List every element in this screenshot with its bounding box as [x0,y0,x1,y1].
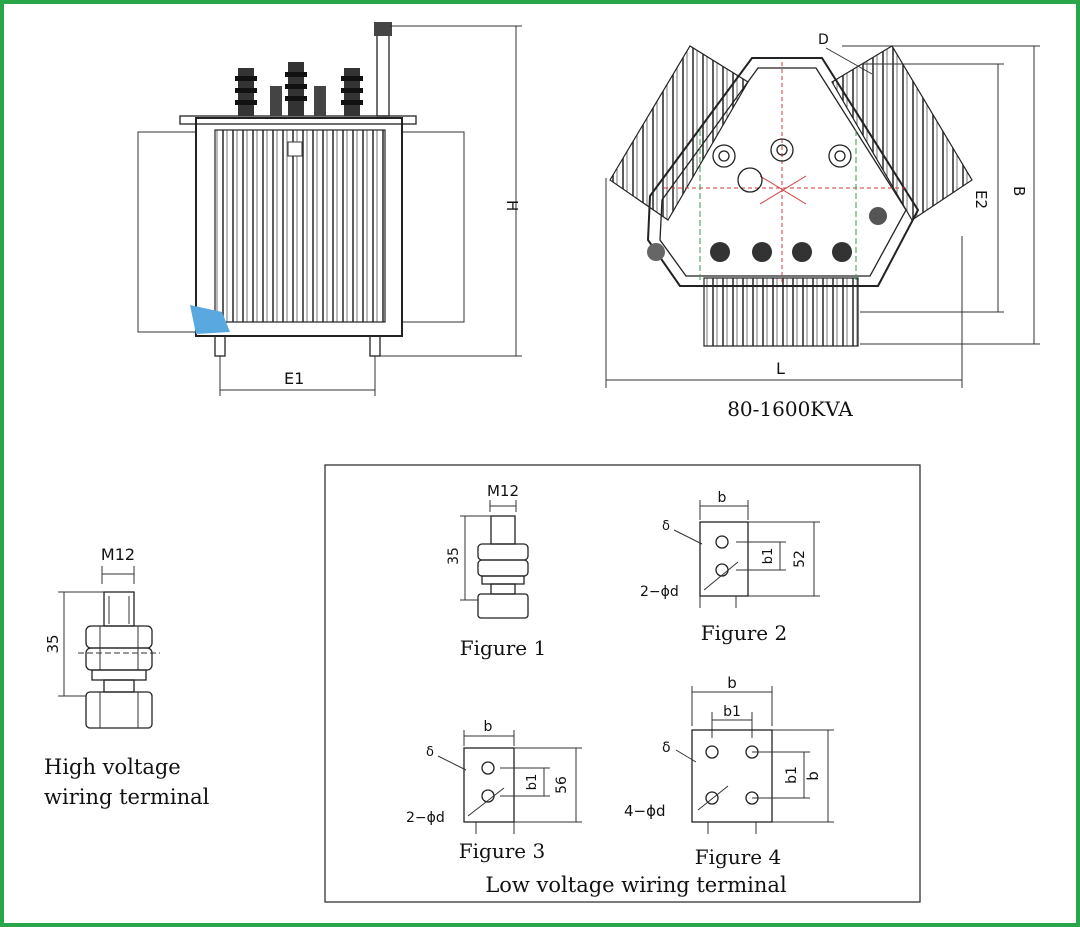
hex-tank-inner [659,67,907,277]
fig2-holes-label: 2−ϕd [640,584,679,600]
fig2-b1-label: b1 [761,548,776,565]
fig4-b1-side-label: b1 [784,766,800,784]
hex-tank-outer [646,57,920,287]
fig2-b-label: b [718,490,727,506]
hv-caption-line2: wiring terminal [44,785,210,809]
b-label: B [1010,186,1028,196]
left-radiator-panel [137,131,197,333]
h-label: H [503,200,521,211]
fig4-title: Figure 4 [695,845,781,869]
fig4-delta-label: δ [662,740,671,756]
hv-bushing-c [828,144,852,168]
fig3-b-label: b [484,719,493,735]
drain-valve [647,243,665,261]
fig3-delta-label: δ [426,745,434,760]
tank-body [195,117,403,337]
fig2-height-label: 52 [792,550,808,568]
fig3-title: Figure 3 [459,839,545,863]
rating-caption: 80-1600KVA [727,397,853,421]
fig2-title: Figure 2 [701,621,787,645]
fig4-b-side-label: b [804,771,822,781]
fig4-busbar [691,729,773,823]
left-radiator-bank [609,45,749,221]
hv-nut-middle [85,647,153,671]
hv-washer [91,669,147,681]
hv-bushing-b [770,138,794,162]
hv-base-nut [85,691,153,729]
low-voltage-box [324,464,921,903]
fig1-title: Figure 1 [460,636,546,660]
l-label: L [776,359,785,378]
fig2-delta-label: δ [662,519,670,534]
fig3-busbar [463,747,515,823]
fig1-thread-label: M12 [487,482,519,500]
figure-3: b δ 2−ϕd b1 56 Figure 3 [406,719,582,863]
fig4-holes-label: 4−ϕd [624,802,666,820]
e1-label: E1 [284,369,304,388]
foot-left [214,335,226,357]
fig1-height-label: 35 [446,547,462,565]
hv-bushings [235,62,363,116]
hv-thread-label: M12 [101,545,135,564]
bottom-radiator-bank [703,277,859,347]
hv-bushing-a [712,144,736,168]
figure-1: M12 35 Figure 1 [446,482,546,660]
right-radiator-bank [831,45,973,221]
figure-4: b b1 δ 4−ϕd b1 b Figure 4 [624,674,834,869]
e2-label: E2 [972,190,990,209]
oil-gauge [737,167,763,193]
lv-bushings [710,242,852,262]
valve [869,207,887,225]
nameplate [287,141,303,157]
fig3-b1-label: b1 [525,774,540,791]
corrugated-fins [214,129,386,323]
front-view: H E1 [137,22,522,396]
figure-2: b δ 2−ϕd b1 52 Figure 2 [640,490,820,645]
breather-pipe [376,27,390,117]
fig2-busbar [699,521,749,597]
fig3-holes-label: 2−ϕd [406,810,445,826]
hv-nut-top [85,625,153,649]
high-voltage-terminal: M12 35 High voltage wiring terminal [44,545,210,809]
fig3-height-label: 56 [554,776,570,794]
breather-cap [374,22,392,36]
d-label: D [818,32,829,48]
low-voltage-caption: Low voltage wiring terminal [485,873,787,897]
blue-marker [190,305,230,334]
fig4-b-top-label: b [727,674,737,692]
foot-right [369,335,381,357]
right-radiator-panel [401,131,465,323]
hv-caption-line1: High voltage [44,755,181,779]
hv-height-label: 35 [44,634,62,653]
fig4-b1-top-label: b1 [723,704,741,720]
plan-view: L E2 B D 80-1600KVA [605,32,1040,421]
